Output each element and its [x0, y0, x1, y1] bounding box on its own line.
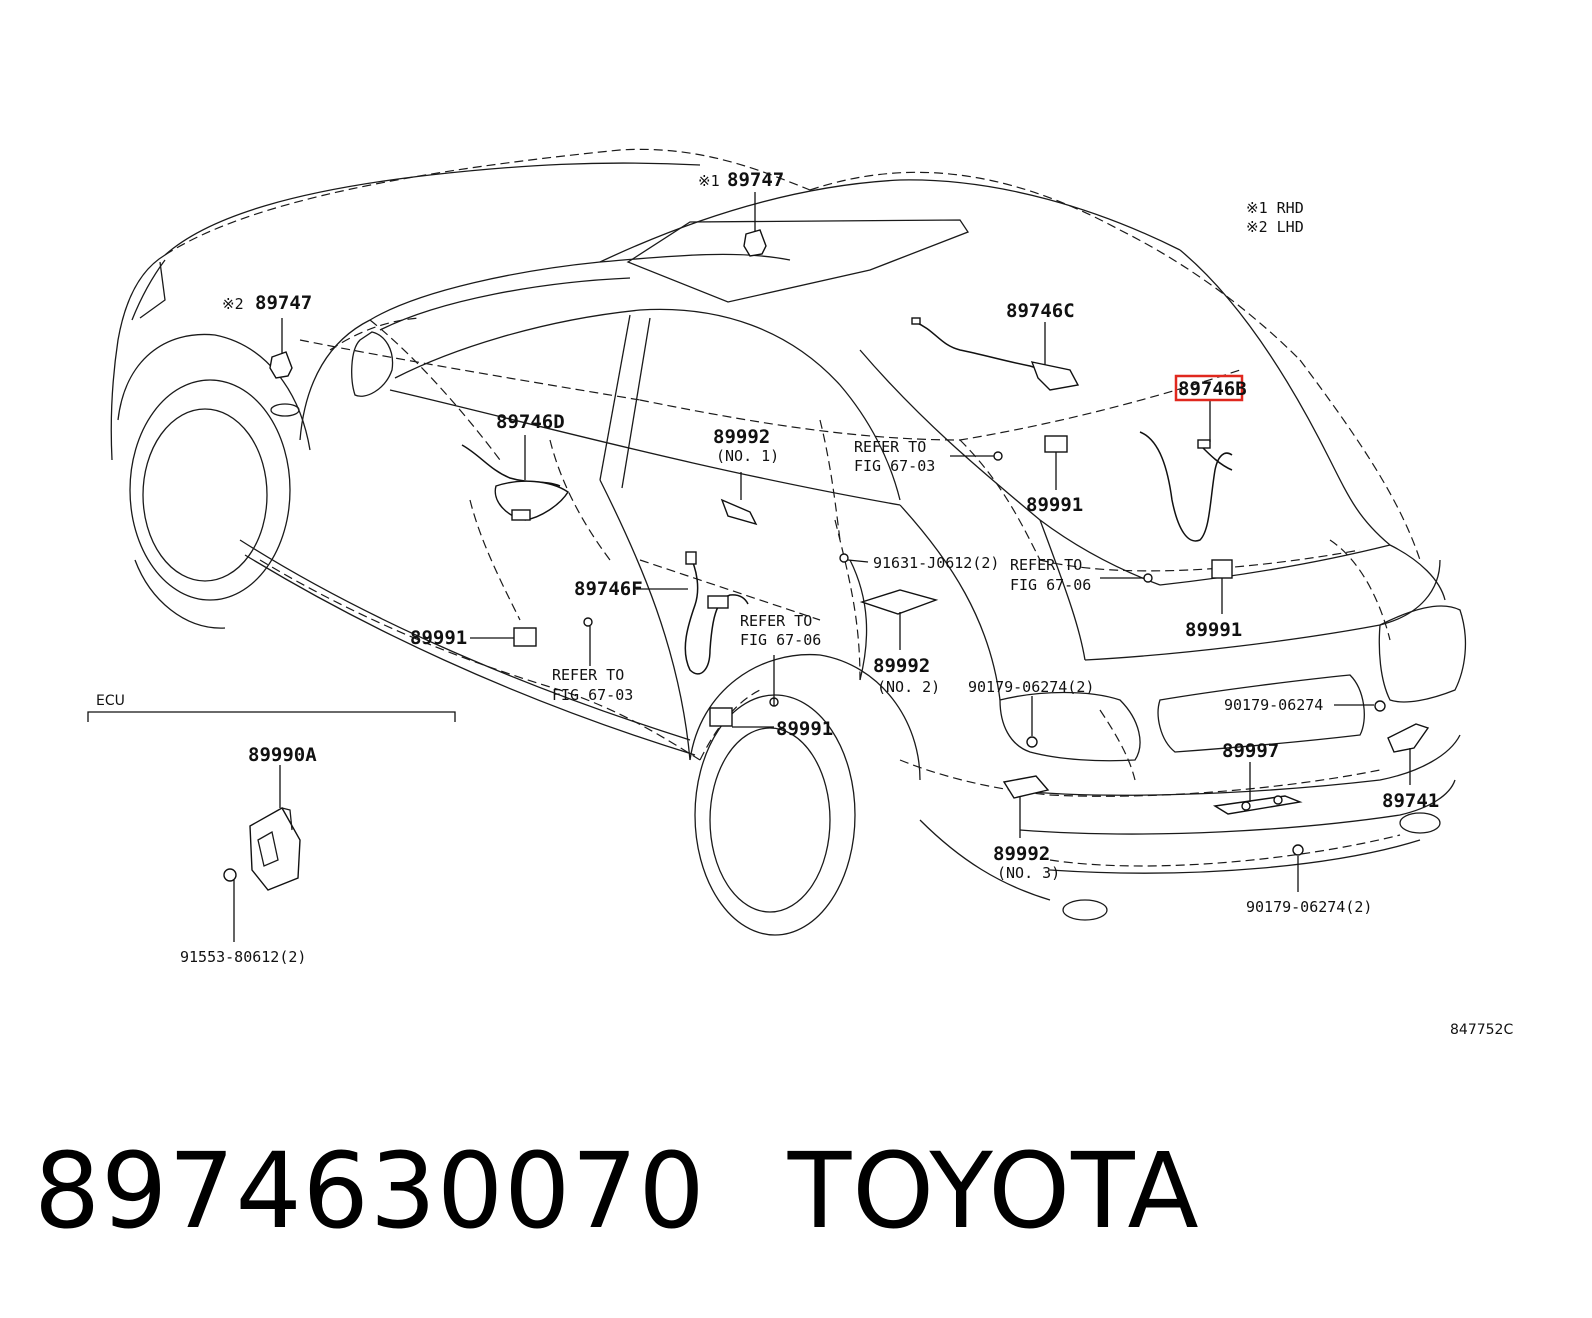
callout-89747-lhd: 89747	[255, 292, 312, 314]
drawing-code: 847752C	[1450, 1022, 1513, 1038]
wire-89746b	[1139, 431, 1233, 542]
callout-89991-top: 89991	[1026, 494, 1083, 516]
sensor-89747-rhd	[743, 229, 767, 257]
highlight-box-89746b	[1174, 374, 1244, 402]
sensor-89741	[1387, 723, 1430, 753]
sensor-89747-lhd	[269, 351, 293, 379]
ecu-label: ECU	[96, 693, 125, 709]
callout-89992-no1-sub: (NO. 1)	[716, 447, 779, 465]
bolt-91631	[839, 553, 849, 563]
refer-a-line1: REFER TO	[854, 438, 926, 456]
connector-89746b	[1197, 439, 1211, 449]
refer-b-line2: FIG 67-06	[1010, 576, 1091, 594]
sensor-89991-mid	[709, 707, 733, 727]
product-caption: 8974630070 TOYOTA	[34, 1130, 1200, 1252]
callout-89990a: 89990A	[248, 744, 317, 766]
callout-89992-no2: 89992	[873, 655, 930, 677]
refer-b-line1: REFER TO	[1010, 556, 1082, 574]
antenna-89992-no2	[859, 589, 939, 615]
brand-name: TOYOTA	[787, 1130, 1200, 1252]
sensor-89991-right	[1211, 559, 1233, 579]
bolt-91553	[223, 868, 237, 882]
callout-89747-lhd-mark: ※2	[222, 295, 244, 313]
callout-89746c: 89746C	[1006, 300, 1075, 322]
sensor-89991-top	[1044, 435, 1068, 453]
refer-c-line1: REFER TO	[740, 612, 812, 630]
clip-89746f	[707, 595, 729, 609]
connector-89746f	[685, 551, 697, 565]
callout-nut-90179-b: 90179-06274	[1224, 696, 1323, 714]
antenna-89992-no1	[720, 498, 758, 526]
part-number: 8974630070	[34, 1130, 706, 1252]
antenna-89992-no3	[1002, 775, 1050, 799]
screw-a	[993, 451, 1003, 461]
callout-nut-90179-c: 90179-06274(2)	[1246, 898, 1372, 916]
connector-89746c	[911, 317, 921, 325]
bracket-89746d	[494, 480, 569, 521]
callout-89992-no3: 89992	[993, 843, 1050, 865]
wire-89746d	[461, 444, 561, 487]
screw-b	[1143, 573, 1153, 583]
callout-89991-mid: 89991	[776, 718, 833, 740]
nut-90179-c	[1292, 844, 1304, 856]
callout-bolt-91553: 91553-80612(2)	[180, 948, 306, 966]
callout-89997: 89997	[1222, 740, 1279, 762]
callout-89992-no3-sub: (NO. 3)	[997, 864, 1060, 882]
sensor-89991-left	[513, 627, 537, 647]
legend-lhd: ※2 LHD	[1246, 218, 1304, 236]
wire-89746f	[684, 551, 749, 675]
connector-89746d	[511, 509, 531, 521]
nut-90179-b	[1374, 700, 1386, 712]
car-body-outline	[110, 162, 1467, 936]
callout-89747-rhd: 89747	[727, 169, 784, 191]
callout-bolt-91631: 91631-J0612(2)	[873, 554, 999, 572]
callout-89992-no1: 89992	[713, 426, 770, 448]
bracket-89997	[1212, 795, 1303, 815]
hidden-outline	[164, 148, 1421, 867]
refer-d-line2: FIG 67-03	[552, 686, 633, 704]
callout-89747-rhd-mark: ※1	[698, 172, 720, 190]
refer-a-line2: FIG 67-03	[854, 457, 935, 475]
refer-d-line1: REFER TO	[552, 666, 624, 684]
ecu-section	[87, 711, 456, 891]
callout-89991-right: 89991	[1185, 619, 1242, 641]
screw-c	[583, 617, 593, 627]
refer-c-line2: FIG 67-06	[740, 631, 821, 649]
leader-lines	[233, 192, 1411, 942]
bracket-89746c	[1030, 361, 1080, 391]
nut-90179-a	[1026, 736, 1038, 748]
callout-nut-90179-a: 90179-06274(2)	[968, 678, 1094, 696]
callout-89741: 89741	[1382, 790, 1439, 812]
callout-89991-left: 89991	[410, 627, 467, 649]
callout-89746d: 89746D	[496, 411, 565, 433]
callout-89746b: 89746B	[1178, 378, 1247, 400]
callout-89992-no2-sub: (NO. 2)	[877, 678, 940, 696]
callout-89746f: 89746F	[574, 578, 643, 600]
legend-rhd: ※1 RHD	[1246, 199, 1304, 217]
